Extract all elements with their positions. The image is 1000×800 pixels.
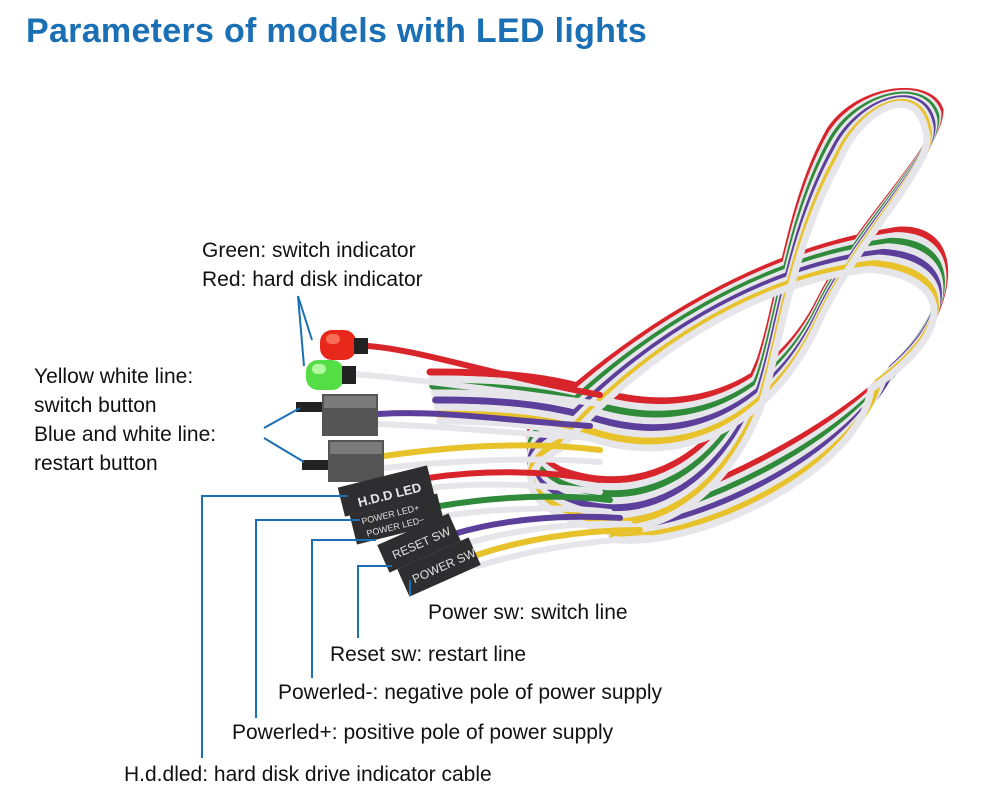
lead-wire [375, 421, 593, 441]
pointer-switch [263, 407, 301, 429]
lead-wire [455, 520, 633, 549]
lead-wire [425, 469, 603, 483]
label-led-red: Red: hard disk indicator [202, 268, 423, 291]
pointer-restart [263, 437, 305, 463]
switch-button-icon [296, 394, 378, 436]
label-powerled-neg: Powerled-: negative pole of power supply [278, 681, 663, 704]
pointer-reset-sw [357, 565, 392, 638]
pointer-green-led [297, 295, 305, 367]
lead-wire [475, 535, 653, 569]
lead-wire [427, 481, 603, 495]
led-green-icon [306, 360, 356, 390]
lead-wire [353, 371, 603, 407]
label-powerled-pos: Powerled+: positive pole of power supply [232, 721, 614, 744]
lead-wire [381, 442, 603, 459]
restart-button-icon [302, 440, 384, 482]
pointer-hdd-led [201, 495, 348, 758]
label-hdd-led: H.d.dled: hard disk drive indicator cabl… [124, 763, 492, 786]
label-blue-white: Blue and white line: [34, 423, 217, 446]
lead-wire [471, 527, 643, 559]
wire-strand [426, 87, 949, 524]
lead-wire [439, 505, 613, 519]
lead-wire [375, 410, 593, 429]
pointer-powerled-neg [311, 539, 376, 678]
label-reset-sw: Reset sw: restart line [330, 643, 527, 666]
pointer-powerled-pos [255, 519, 360, 718]
lead-wire [381, 456, 603, 471]
page-title: Parameters of models with LED lights [26, 12, 648, 50]
pointer-lines [201, 295, 411, 758]
label-power-sw: Power sw: switch line [428, 601, 628, 624]
hdd-led-connector: H.D.D LED [337, 465, 435, 517]
label-led-green: Green: switch indicator [202, 239, 416, 262]
label-switch-button: switch button [34, 394, 157, 417]
label-yellow-white: Yellow white line: [34, 365, 194, 388]
label-restart-button: restart button [34, 452, 158, 475]
power-led-connector: POWER LED+ POWER LED− [349, 493, 445, 545]
lead-wire [437, 493, 613, 509]
pointer-red-led [297, 295, 313, 341]
lead-wire [365, 343, 603, 398]
led-red-icon [320, 330, 368, 360]
lead-wire [451, 513, 623, 537]
wire-bundle [353, 87, 949, 569]
wire-strand [436, 100, 938, 544]
